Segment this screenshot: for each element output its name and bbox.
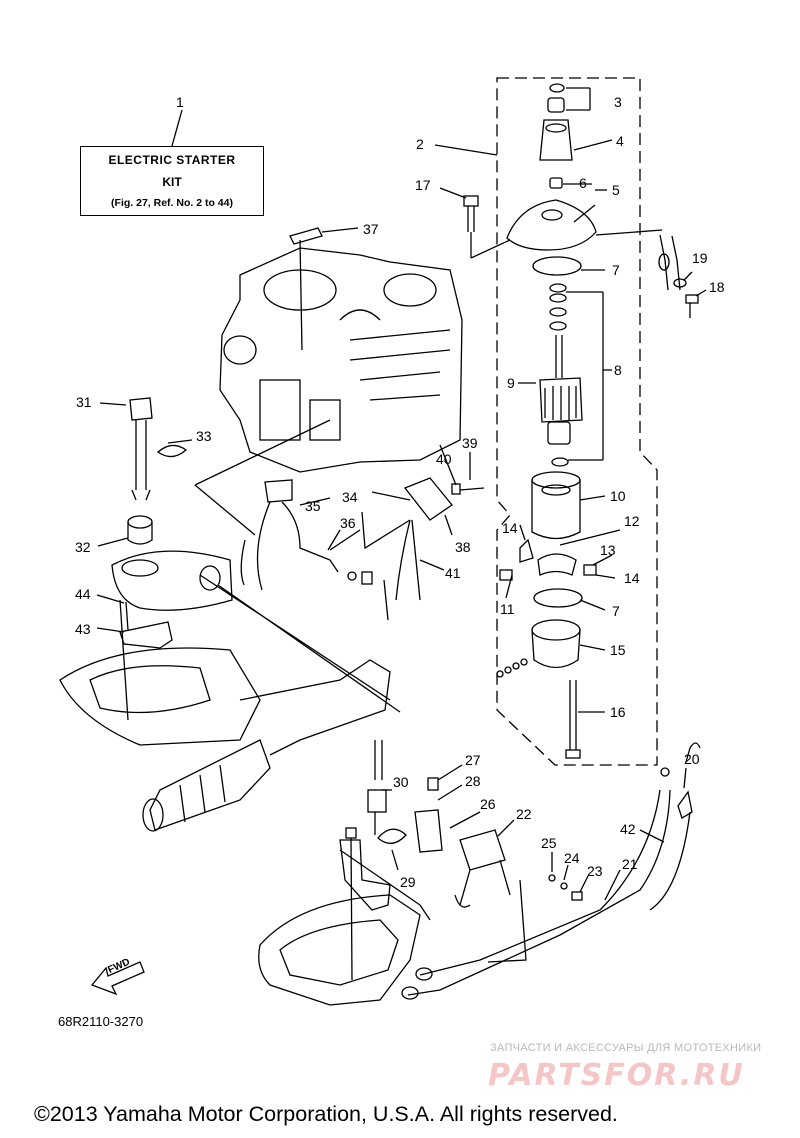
bottom-cowling bbox=[111, 550, 401, 713]
part-number: 16 bbox=[610, 704, 626, 720]
part-number: 26 bbox=[480, 796, 496, 812]
part-number: 41 bbox=[445, 565, 461, 581]
engine-block bbox=[219, 239, 463, 473]
part-number: 25 bbox=[541, 835, 557, 851]
part-number: 40 bbox=[436, 451, 452, 467]
kit-title: ELECTRIC STARTER bbox=[108, 153, 236, 167]
relay-assembly bbox=[367, 740, 583, 908]
leader-1 bbox=[171, 109, 183, 147]
part-number: 34 bbox=[342, 489, 358, 505]
part-number: 14 bbox=[624, 570, 640, 586]
lower-cowling bbox=[258, 894, 421, 1006]
bolt-17 bbox=[463, 195, 479, 232]
part-number: 30 bbox=[393, 774, 409, 790]
part-number: 10 bbox=[610, 488, 626, 504]
part-number: 35 bbox=[305, 498, 321, 514]
watermark-logo: PARTSFOR.RU bbox=[488, 1058, 745, 1093]
part-number: 6 bbox=[579, 175, 587, 191]
part-number: 38 bbox=[455, 539, 471, 555]
battery-cables-20-21-42 bbox=[401, 742, 701, 1000]
brush-holder bbox=[499, 538, 597, 608]
part-number: 19 bbox=[692, 250, 708, 266]
starter-kit-dashed-outline bbox=[496, 77, 658, 766]
part-number: 36 bbox=[340, 515, 356, 531]
starter-switch-31 bbox=[127, 397, 188, 545]
starter-top-cap-parts bbox=[506, 83, 597, 331]
part-number: 7 bbox=[612, 603, 620, 619]
part-number: 27 bbox=[465, 752, 481, 768]
part-number: 29 bbox=[400, 874, 416, 890]
fwd-arrow-icon bbox=[90, 961, 145, 996]
kit-label-box: ELECTRIC STARTER KIT (Fig. 27, Ref. No. … bbox=[80, 146, 264, 216]
copyright-notice: ©2013 Yamaha Motor Corporation, U.S.A. A… bbox=[34, 1102, 618, 1126]
part-number: 33 bbox=[196, 428, 212, 444]
part-number: 39 bbox=[462, 435, 478, 451]
part-number: 8 bbox=[614, 362, 622, 378]
watermark-tagline: ЗАПЧАСТИ И АКСЕССУАРЫ ДЛЯ МОТОТЕХНИКИ bbox=[490, 1042, 762, 1054]
cdi-unit-38 bbox=[361, 477, 485, 621]
leader-37 bbox=[321, 227, 359, 233]
drawing-code: 68R2110-3270 bbox=[58, 1014, 144, 1029]
part-number: 22 bbox=[516, 806, 532, 822]
kit-subtitle: KIT bbox=[162, 175, 182, 189]
part-number: 7 bbox=[612, 262, 620, 278]
part-number: 18 bbox=[709, 279, 725, 295]
wire-harness-34-36 bbox=[194, 419, 373, 591]
part-number: 12 bbox=[624, 513, 640, 529]
part-number: 23 bbox=[587, 863, 603, 879]
part-number: 44 bbox=[75, 586, 91, 602]
part-number: 28 bbox=[465, 773, 481, 789]
end-cover bbox=[496, 619, 581, 759]
part-number: 9 bbox=[507, 375, 515, 391]
tiller-handle bbox=[59, 599, 391, 832]
kit-reference: (Fig. 27, Ref. No. 2 to 44) bbox=[111, 197, 233, 209]
part-number: 37 bbox=[363, 221, 379, 237]
part-number: 15 bbox=[610, 642, 626, 658]
part-number: 17 bbox=[415, 177, 431, 193]
part-number: 2 bbox=[416, 136, 424, 152]
part-number: 11 bbox=[500, 601, 515, 617]
part-number: 20 bbox=[684, 751, 700, 767]
part-number: 32 bbox=[75, 539, 91, 555]
part-number: 42 bbox=[620, 821, 636, 837]
part-number: 14 bbox=[502, 520, 518, 536]
yoke bbox=[531, 471, 581, 540]
part-number: 21 bbox=[622, 856, 638, 872]
part-number: 5 bbox=[612, 182, 620, 198]
ref-number-1: 1 bbox=[176, 94, 184, 110]
part-number: 31 bbox=[76, 394, 92, 410]
part-number: 13 bbox=[600, 542, 616, 558]
leader-lines bbox=[96, 87, 707, 901]
part-number: 3 bbox=[614, 94, 622, 110]
armature bbox=[539, 335, 583, 467]
lead-wire-18-19 bbox=[658, 234, 699, 318]
bracket-43-44 bbox=[119, 601, 173, 649]
connector-37 bbox=[289, 227, 323, 245]
part-number: 4 bbox=[616, 133, 624, 149]
part-number: 24 bbox=[564, 850, 580, 866]
bracket-29 bbox=[339, 827, 431, 981]
part-number: 43 bbox=[75, 621, 91, 637]
